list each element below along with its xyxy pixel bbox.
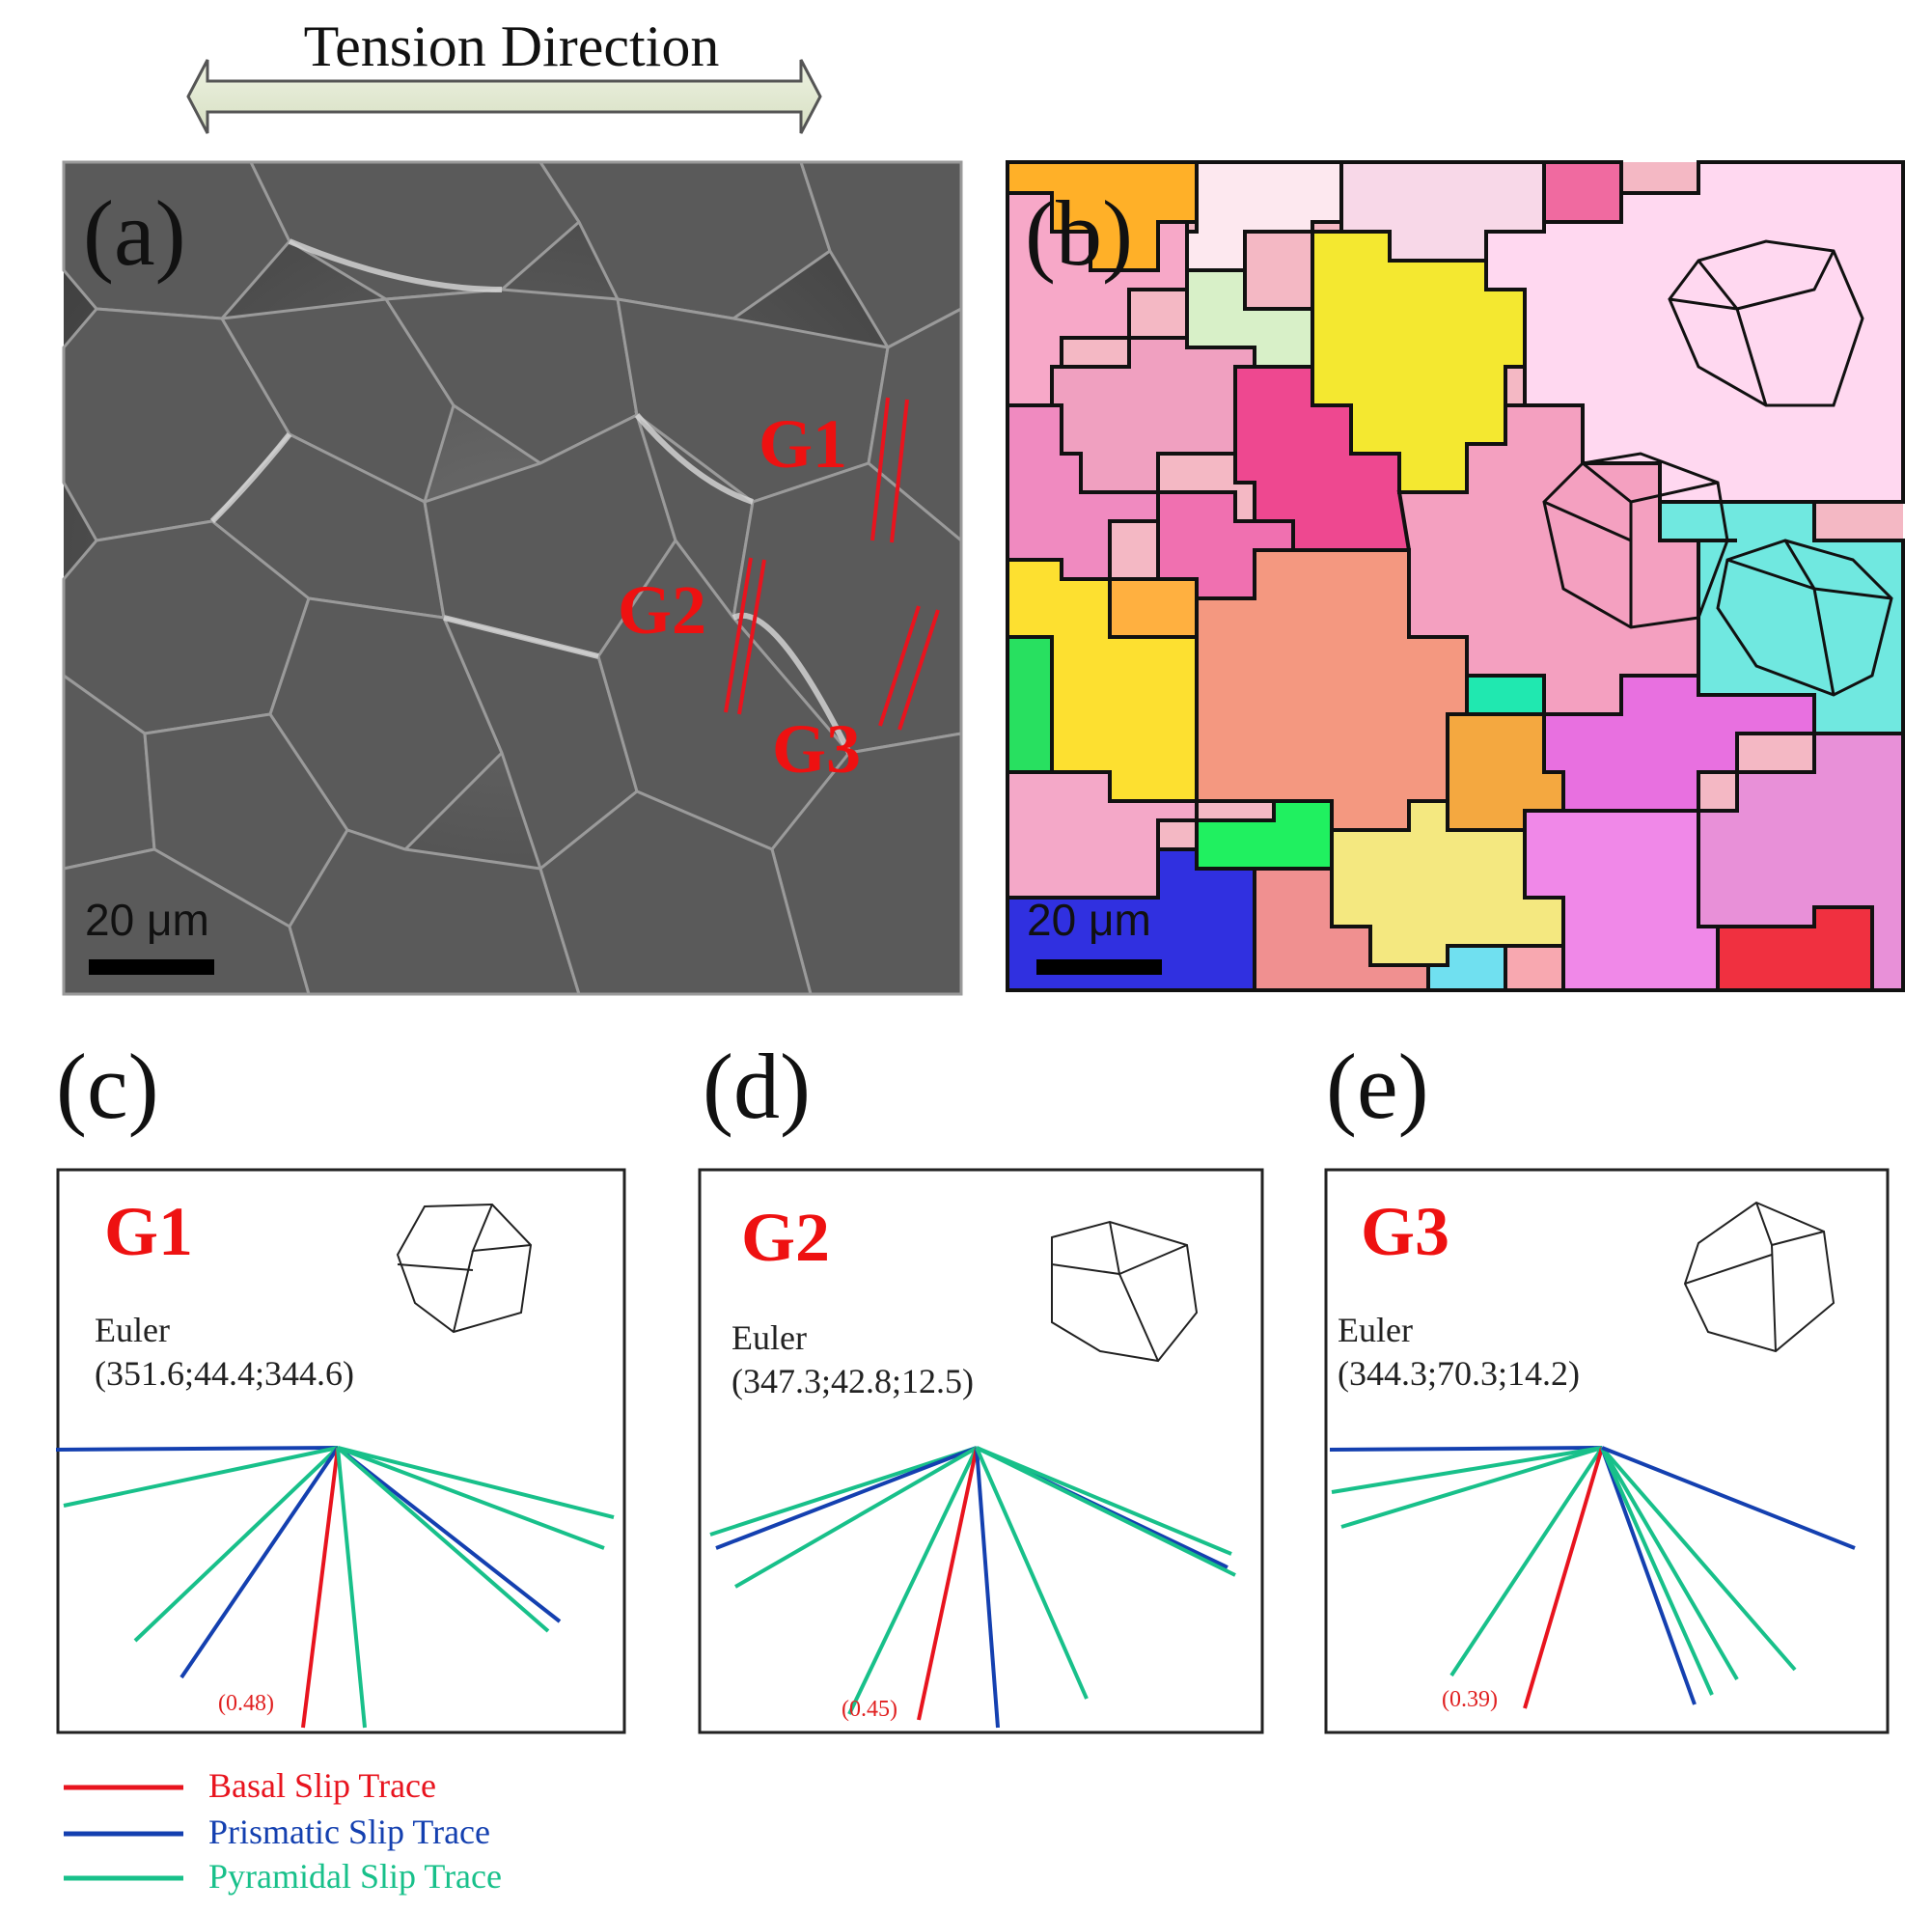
sem-label-g1: G1: [759, 405, 848, 483]
slip-trace-pyramidal-g2: [976, 1446, 1236, 1577]
slip-trace-prismatic-g3: [1601, 1446, 1856, 1550]
slip-trace-pyramidal-g2: [734, 1446, 978, 1589]
box-title-g2: G2: [741, 1199, 831, 1276]
slip-trace-basal-g1: [301, 1447, 340, 1729]
sem-micrograph: [62, 160, 963, 996]
schmid-factor-g2: (0.45): [842, 1697, 897, 1722]
slip-trace-pyramidal-g2: [975, 1447, 1089, 1700]
euler-label: Euler: [95, 1311, 170, 1349]
prism-icon-g2: [1051, 1220, 1199, 1363]
slip-trace-pyramidal-g3: [1340, 1446, 1603, 1529]
slip-trace-pyramidal-g1: [336, 1447, 367, 1729]
schmid-factor-g3: (0.39): [1442, 1687, 1498, 1712]
euler-angles: (344.3;70.3;14.2): [1338, 1354, 1580, 1393]
legend-basal: Basal Slip Trace: [208, 1766, 437, 1805]
euler-block-g2: Euler (347.3;42.8;12.5): [731, 1316, 974, 1403]
legend-pyramidal: Pyramidal Slip Trace: [208, 1857, 502, 1896]
slip-trace-pyramidal-g1: [133, 1446, 340, 1643]
slip-trace-prismatic-g2: [715, 1446, 978, 1550]
box-title-g1: G1: [104, 1193, 194, 1270]
slip-trace-pyramidal-g3: [1600, 1447, 1714, 1696]
scale-label-a: 20 μm: [85, 895, 209, 945]
euler-angles: (351.6;44.4;344.6): [95, 1354, 354, 1393]
panel-label-e: (e): [1326, 1035, 1429, 1138]
sem-label-g3: G3: [772, 710, 862, 788]
euler-label: Euler: [731, 1318, 807, 1357]
slip-trace-pyramidal-g1: [337, 1446, 605, 1550]
slip-trace-pyramidal-g3: [1331, 1446, 1603, 1494]
legend-prismatic: Prismatic Slip Trace: [208, 1813, 491, 1851]
slip-trace-pyramidal-g2: [847, 1447, 979, 1715]
euler-label: Euler: [1338, 1311, 1413, 1349]
panel-label-a: (a): [83, 181, 186, 285]
slip-trace-prismatic-g1: [336, 1446, 562, 1623]
panel-label-b: (b): [1025, 181, 1133, 285]
scale-label-b: 20 μm: [1027, 895, 1151, 945]
slip-trace-pyramidal-g3: [1600, 1446, 1797, 1672]
slip-trace-prismatic-g2: [975, 1447, 1000, 1729]
slip-trace-prismatic-g3: [1600, 1447, 1697, 1705]
box-title-g3: G3: [1361, 1193, 1450, 1270]
slip-trace-prismatic-g1: [55, 1446, 339, 1452]
sem-label-g2: G2: [618, 571, 707, 649]
slip-trace-pyramidal-g2: [709, 1446, 978, 1537]
slip-trace-pyramidal-g1: [337, 1446, 615, 1519]
tension-arrow: [186, 59, 822, 134]
slip-trace-pyramidal-g3: [1449, 1446, 1604, 1677]
panel-label-d: (d): [703, 1035, 811, 1138]
euler-angles: (347.3;42.8;12.5): [731, 1362, 974, 1400]
panel-label-c: (c): [56, 1035, 159, 1138]
slip-trace-pyramidal-g1: [63, 1446, 339, 1508]
slip-trace-pyramidal-g2: [976, 1446, 1232, 1556]
slip-trace-pyramidal-g3: [1600, 1446, 1739, 1681]
slip-trace-prismatic-g3: [1329, 1446, 1603, 1452]
prism-icon-g3: [1683, 1201, 1835, 1353]
slip-trace-basal-g2: [917, 1447, 979, 1721]
slip-trace-basal-g3: [1523, 1447, 1604, 1709]
schmid-factor-g1: (0.48): [218, 1691, 274, 1716]
tension-direction-label: Tension Direction: [303, 14, 720, 78]
slip-trace-pyramidal-g1: [336, 1446, 550, 1633]
ebsd-map: [1006, 160, 1905, 992]
slip-trace-prismatic-g1: [179, 1446, 340, 1679]
legend-swatches: [64, 1785, 183, 1881]
slip-trace-lines: [55, 1446, 1856, 1729]
euler-block-g3: Euler (344.3;70.3;14.2): [1338, 1309, 1580, 1396]
prism-icon-g1: [396, 1203, 533, 1334]
euler-block-g1: Euler (351.6;44.4;344.6): [95, 1309, 354, 1396]
